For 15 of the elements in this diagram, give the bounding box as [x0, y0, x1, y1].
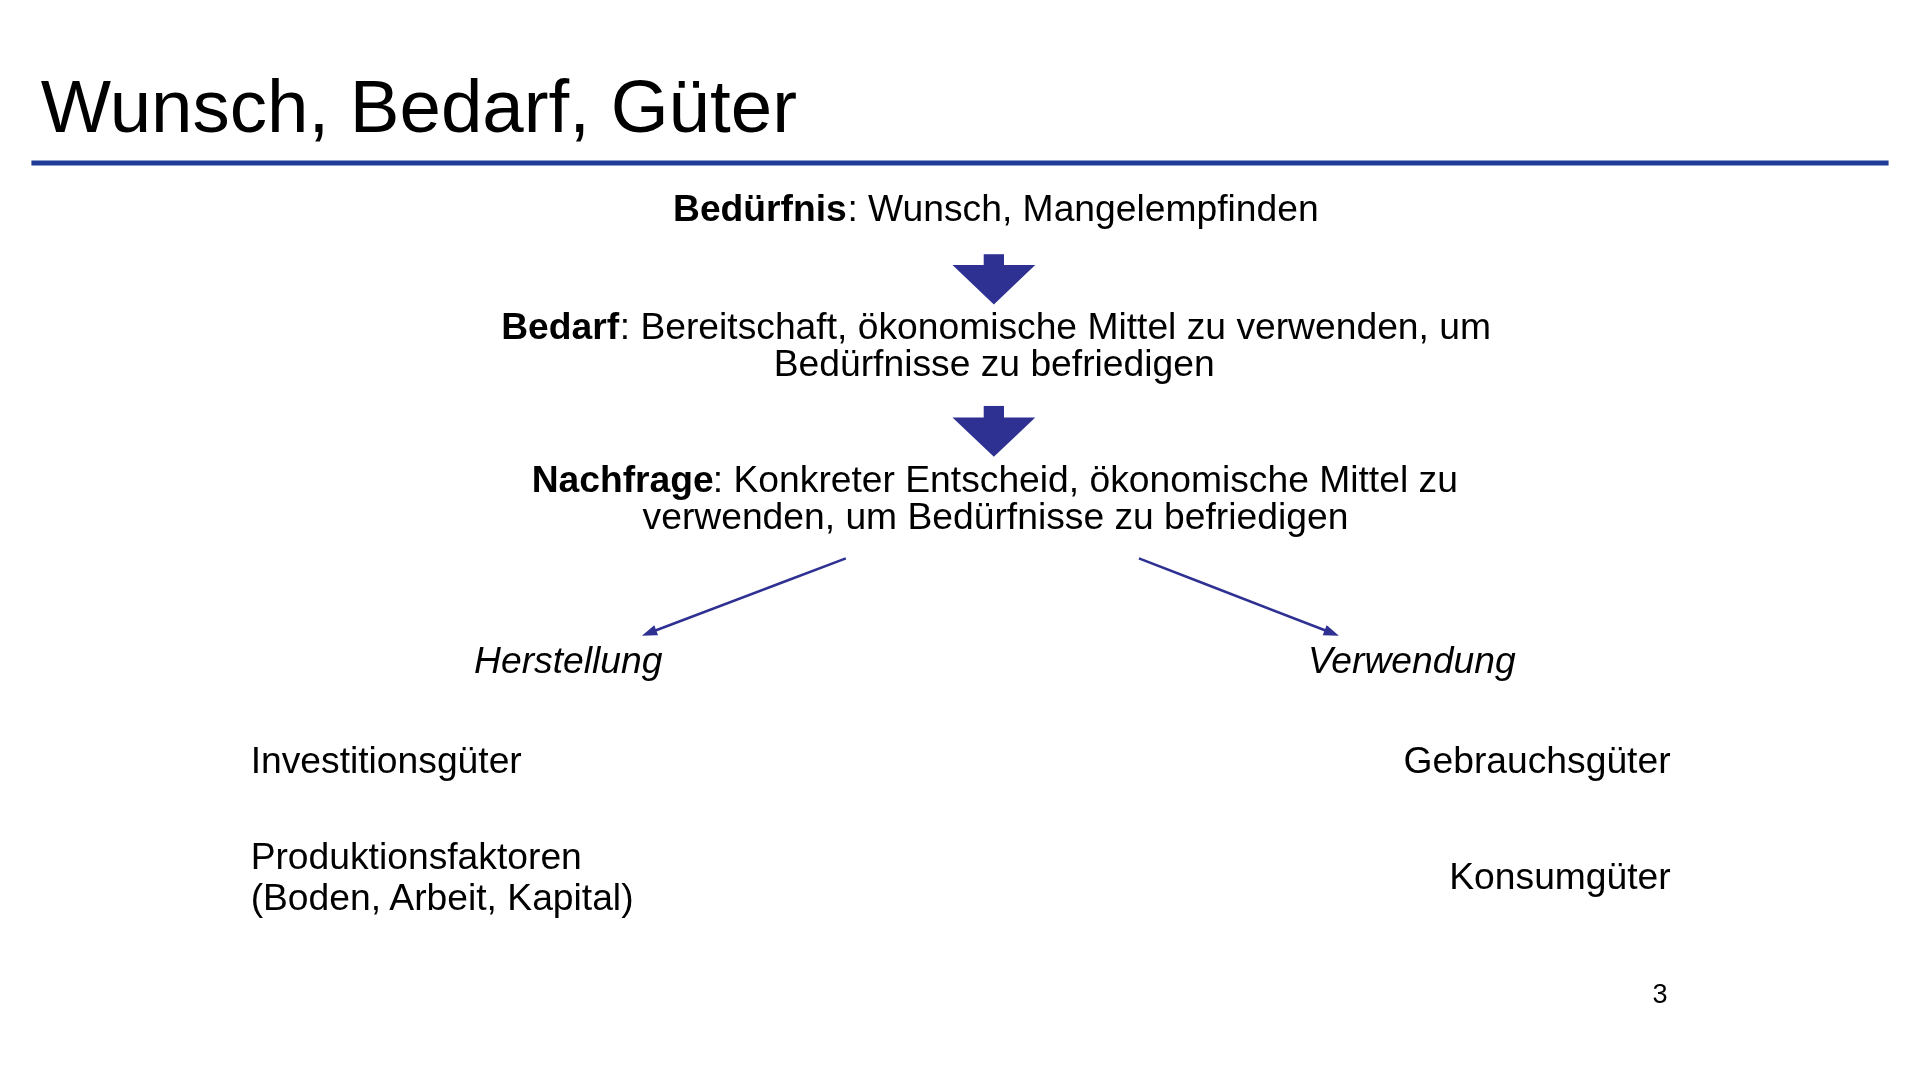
node-text: Nachfrage: Konkreter Entscheid, ökonomische Mittel zu verwenden, um Bedürfnisse zu befriedigen [531, 457, 1458, 537]
label: 3 [1652, 977, 1668, 1009]
label: Konsumgüter [1449, 854, 1671, 897]
node-text: Verwendung [1307, 638, 1516, 681]
arrow [952, 253, 1036, 304]
arrow [952, 405, 1036, 457]
node-text: Herstellung [474, 638, 663, 681]
label: Investitionsgüter [250, 738, 522, 781]
node-text: Bedarf: Bereitschaft, ökonomische Mittel zu verwenden, um Bedürfnisse zu befriedigen [501, 304, 1491, 384]
arrow [1138, 556, 1339, 636]
arrow [641, 556, 847, 636]
label: Gebrauchsgüter [1403, 738, 1671, 781]
label: Produktionsfaktoren (Boden, Arbeit, Kapital) [250, 834, 634, 918]
diagram-title: Wunsch, Bedarf, Güter [40, 64, 797, 148]
node-text: Bedürfnis: Wunsch, Mangelempfinden [673, 186, 1319, 229]
